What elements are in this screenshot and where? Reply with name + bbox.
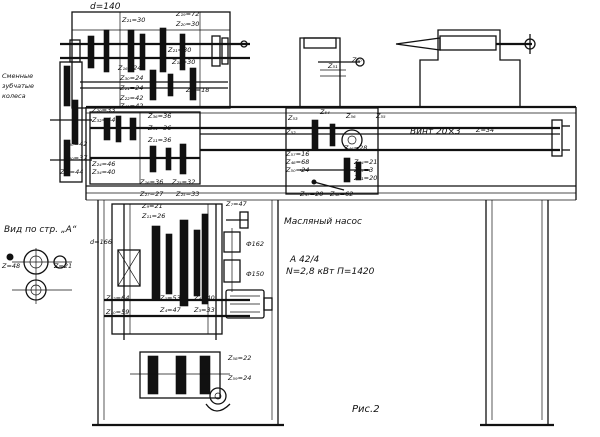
gear-label-apron-7: Z=34 bbox=[475, 126, 494, 134]
gear-label-left-1: Z₂₁=24 bbox=[119, 84, 143, 92]
gear-label-top-5: Z₁₈=18 bbox=[185, 86, 209, 94]
gear-label-feed-0: Z₃₆=36 bbox=[147, 112, 171, 120]
gear-label-top-3: Z₂₀=30 bbox=[175, 20, 199, 28]
gear-label-apron-6: Z₅₆ bbox=[345, 112, 356, 120]
gear-label-feed-2: Z₁₁=36 bbox=[147, 136, 171, 144]
gear-label-apron-8: Z₅₇=16 bbox=[285, 150, 309, 158]
replaceable-gear-train bbox=[50, 61, 92, 183]
gear-label-hs-5: Z₁₁=26 bbox=[141, 212, 165, 220]
view-a-title: Вид по стр. „А“ bbox=[4, 225, 77, 235]
spindle-diameter-label: d=140 bbox=[90, 2, 121, 12]
gear-label-apron-15: Z₄₈=62 bbox=[329, 190, 353, 198]
replaceable-gears-label-1: Сменные bbox=[2, 72, 33, 80]
gear-label-hs-2: Z₂₇=27 bbox=[139, 190, 164, 198]
gear-label-hs-0: Z₁₆=36 bbox=[139, 178, 163, 186]
view-a bbox=[6, 248, 72, 304]
gear-label-top-1: Z₁₈=30 bbox=[171, 58, 195, 66]
tailstock bbox=[395, 29, 536, 106]
gear-label-apron-0: Z₅₀ bbox=[351, 56, 362, 64]
gear-label-apron-1: Z₅₁ bbox=[327, 62, 338, 70]
gear-label-left-4: Z₂₀=33 bbox=[91, 106, 115, 114]
replaceable-gears-label-3: колеса bbox=[2, 92, 26, 100]
figure-caption: Рис.2 bbox=[352, 404, 380, 415]
gear-label-hs-3: Z₂₅=33 bbox=[175, 190, 199, 198]
apron bbox=[285, 107, 379, 195]
gear-label-hs-9: Z₁=53 bbox=[159, 294, 181, 302]
gear-label-top-4: Z₂₁=30 bbox=[167, 46, 191, 54]
gear-label-left-8: Z₃₄=40 bbox=[91, 168, 115, 176]
gear-label-left-0: Z₃₀=24 bbox=[119, 74, 143, 82]
gear-label-bottom-0: Z₅₈=22 bbox=[227, 354, 251, 362]
gear-label-left-7: Z₃₀=42 bbox=[63, 140, 87, 148]
shaft-diameter-label: d=166 bbox=[90, 238, 112, 246]
gear-label-left-2: Z₂₂=42 bbox=[119, 94, 143, 102]
lathe-bed bbox=[85, 105, 577, 427]
bottom-mechanism bbox=[130, 351, 231, 412]
gear-label-feed-3: Z₂₄=46 bbox=[91, 160, 115, 168]
gear-label-top-0: Z₂₁=30 bbox=[121, 16, 145, 24]
gear-label-top-6: Z₁₆=24 bbox=[117, 64, 141, 72]
gear-label-view-a-0: Z=48 bbox=[1, 262, 20, 270]
gear-label-top-2: Z₁₉=72 bbox=[175, 10, 199, 18]
gear-label-hs-10: Z₄=47 bbox=[159, 306, 182, 314]
oil-pump-label: Масляный насос bbox=[284, 217, 362, 227]
gear-label-hs-7: Z₁₂=64 bbox=[105, 294, 129, 302]
gear-label-apron-2: Z₅₂ bbox=[285, 128, 296, 136]
gear-label-hs-4: Z₉=21 bbox=[141, 202, 163, 210]
pulley-1-label: Ф162 bbox=[246, 240, 264, 248]
replaceable-gears-label-2: зубчатые bbox=[2, 82, 34, 90]
gear-label-apron-13: Z₄₁=20 bbox=[353, 174, 377, 182]
gear-label-apron-16: Z₄₆=28 bbox=[343, 144, 367, 152]
gear-label-feed-1: Z₃₁=36 bbox=[147, 124, 171, 132]
pulley-2-label: Ф150 bbox=[246, 270, 264, 278]
gear-label-bottom-1: Z₅₉=24 bbox=[227, 374, 251, 382]
gear-label-view-a-1: Z=21 bbox=[53, 262, 72, 270]
carriage-top bbox=[299, 37, 365, 106]
main-gearbox bbox=[104, 203, 250, 340]
gear-label-apron-14: Z₄₇=20 bbox=[299, 190, 323, 198]
motor-label-2: N=2,8 кВт П=1420 bbox=[286, 267, 375, 277]
motor-label-1: А 42/4 bbox=[289, 255, 320, 265]
gear-label-hs-12: Z₃=33 bbox=[193, 306, 215, 314]
lead-screw-label: Винт 20×3 bbox=[410, 127, 461, 137]
gear-label-apron-9: Z₄₈=68 bbox=[285, 158, 309, 166]
electric-motor bbox=[225, 289, 273, 319]
annotations: d=140 Сменные зубчатые колеса Масляный н… bbox=[1, 2, 494, 415]
gear-label-apron-3: Z₅₃ bbox=[287, 114, 298, 122]
gear-label-apron-5: Z₅₅ bbox=[375, 112, 386, 120]
gear-label-hs-8: Z₁₀=59 bbox=[105, 308, 129, 316]
gear-label-left-3: Z₄₁=42 bbox=[119, 102, 143, 110]
feed-gearbox bbox=[89, 111, 201, 185]
headstock bbox=[60, 11, 250, 109]
lead-screw-and-feed-rod bbox=[200, 119, 570, 157]
gear-label-left-5: Z₃₂=44 bbox=[91, 116, 115, 124]
gear-label-apron-12: Z₄₅=3 bbox=[353, 166, 373, 174]
gear-label-apron-10: Z₅₀=24 bbox=[285, 166, 309, 174]
gear-label-hs-1: Z₂₅=32 bbox=[171, 178, 195, 186]
gear-label-left-6: Z₂₀=37 bbox=[63, 154, 88, 162]
gear-label-apron-11: Z₄₄=21 bbox=[353, 158, 377, 166]
gear-label-apron-4: Z₅₄ bbox=[319, 108, 330, 116]
gear-label-hs-6: Z₇=47 bbox=[225, 200, 248, 208]
gear-label-left-9: Z₃₀=44 bbox=[59, 168, 83, 176]
gear-label-hs-11: Z₄=40 bbox=[193, 294, 215, 302]
